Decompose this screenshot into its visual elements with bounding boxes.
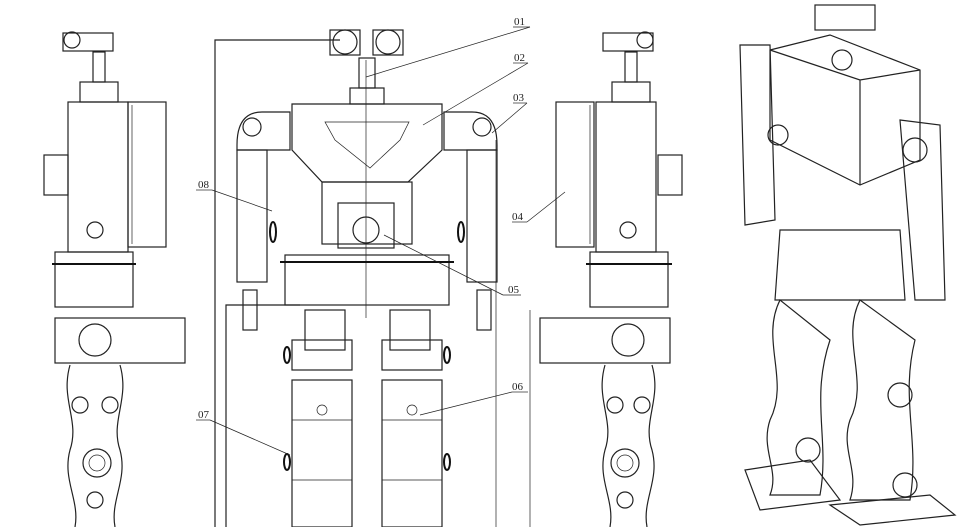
left-side-view xyxy=(43,31,186,527)
isometric-view xyxy=(739,4,957,526)
right-side-view xyxy=(529,31,683,527)
callout-04: 04 xyxy=(512,211,524,223)
callout-08: 08 xyxy=(198,179,210,191)
callout-07: 07 xyxy=(198,409,210,421)
front-view xyxy=(214,29,498,527)
callout-labels: 01 02 03 04 05 06 07 08 xyxy=(198,16,525,421)
callout-05: 05 xyxy=(508,284,520,296)
callout-06: 06 xyxy=(512,381,524,393)
callout-leaders xyxy=(196,26,566,456)
callout-01: 01 xyxy=(514,16,525,28)
callout-03: 03 xyxy=(513,92,525,104)
callout-02: 02 xyxy=(514,52,525,64)
